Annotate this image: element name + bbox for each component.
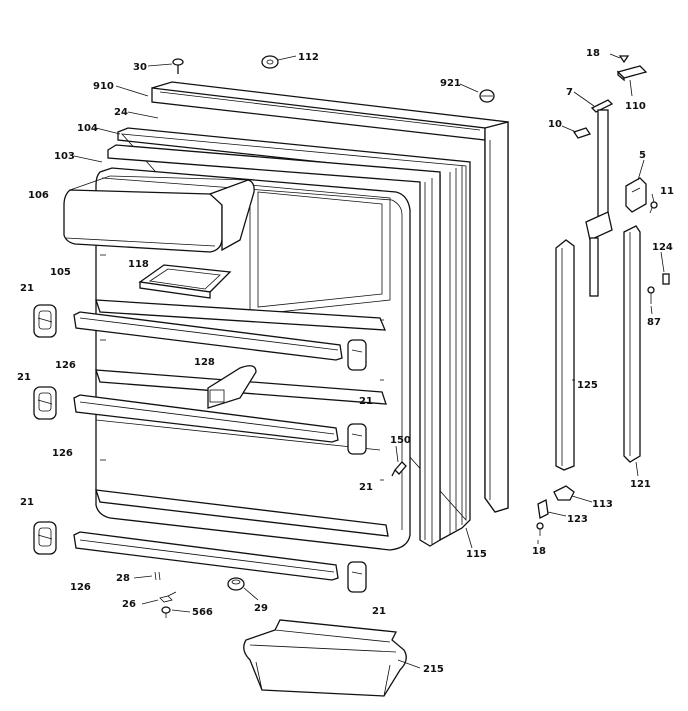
callout-28: 28 <box>116 573 130 584</box>
callout-910: 910 <box>93 81 114 92</box>
end-cap-right-3 <box>347 561 367 593</box>
callout-11: 11 <box>660 186 674 197</box>
callout-30: 30 <box>133 62 147 73</box>
plug-921 <box>479 89 495 103</box>
spring-28 <box>154 571 161 581</box>
screw-30 <box>172 58 184 74</box>
handle-trim-125 <box>555 239 575 471</box>
screw-150 <box>391 461 407 477</box>
callout-29: 29 <box>254 603 268 614</box>
hinge-bracket-7 <box>585 99 614 297</box>
bottom-hinge-113 <box>553 485 575 501</box>
callout-115: 115 <box>466 549 487 560</box>
callout-112: 112 <box>298 52 319 63</box>
callout-labels: 30 112 910 24 104 103 106 105 118 21 126… <box>17 48 674 675</box>
callout-10: 10 <box>548 119 562 130</box>
cap-124 <box>662 273 670 285</box>
callout-128: 128 <box>194 357 215 368</box>
handle-121 <box>623 225 641 463</box>
screw-566 <box>161 606 171 618</box>
callout-110: 110 <box>625 101 646 112</box>
breaker-frame <box>107 144 441 547</box>
callout-215: 215 <box>423 664 444 675</box>
shelf-bracket <box>207 365 257 409</box>
callout-21-right-1: 21 <box>359 396 373 407</box>
callout-113: 113 <box>592 499 613 510</box>
end-cap-right-1 <box>347 339 367 371</box>
callout-26: 26 <box>122 599 136 610</box>
callout-106: 106 <box>28 190 49 201</box>
end-cap-left-2 <box>33 386 57 420</box>
butter-tray <box>138 264 232 299</box>
end-cap-left-1 <box>33 304 57 338</box>
shelf-bar-1 <box>73 311 343 361</box>
callout-87: 87 <box>647 317 661 328</box>
callout-18-top: 18 <box>586 48 600 59</box>
leader-lines <box>73 53 665 669</box>
screw-18-bottom <box>536 522 544 536</box>
screw-87 <box>647 286 655 304</box>
shelf-bar-3 <box>73 531 339 581</box>
callout-21-left-3: 21 <box>20 497 34 508</box>
callout-21-left-2: 21 <box>17 372 31 383</box>
callout-24: 24 <box>114 107 128 118</box>
end-cap-right-2 <box>347 423 367 455</box>
callout-21-left-1: 21 <box>20 283 34 294</box>
callout-7: 7 <box>566 87 573 98</box>
callout-18-bottom: 18 <box>532 546 546 557</box>
callout-121: 121 <box>630 479 651 490</box>
callout-118: 118 <box>128 259 149 270</box>
end-cap-left-3 <box>33 521 57 555</box>
hinge-5 <box>625 177 647 213</box>
callout-123: 123 <box>567 514 588 525</box>
screw-11 <box>649 201 658 214</box>
clip-26 <box>159 591 177 603</box>
plug-112 <box>261 55 279 69</box>
callout-105: 105 <box>50 267 71 278</box>
callout-921: 921 <box>440 78 461 89</box>
screw-18-top <box>618 55 630 64</box>
callout-566: 566 <box>192 607 213 618</box>
inner-door-liner <box>95 167 411 551</box>
bracket-123 <box>537 499 549 519</box>
callout-126-1: 126 <box>55 360 76 371</box>
callout-126-3: 126 <box>70 582 91 593</box>
callout-126-2: 126 <box>52 448 73 459</box>
shelf-bar-2 <box>73 394 339 443</box>
outer-door-panel <box>151 81 509 513</box>
dairy-door <box>63 175 255 253</box>
shim-10 <box>572 127 592 139</box>
hinge-cover-110 <box>616 65 648 82</box>
callout-5: 5 <box>639 150 646 161</box>
callout-21-right-3: 21 <box>372 606 386 617</box>
cap-29 <box>227 577 245 591</box>
callout-103: 103 <box>54 151 75 162</box>
callout-104: 104 <box>77 123 98 134</box>
callout-21-right-2: 21 <box>359 482 373 493</box>
callout-124: 124 <box>652 242 673 253</box>
callout-125: 125 <box>577 380 598 391</box>
door-bin <box>243 619 407 697</box>
callout-150: 150 <box>390 435 411 446</box>
